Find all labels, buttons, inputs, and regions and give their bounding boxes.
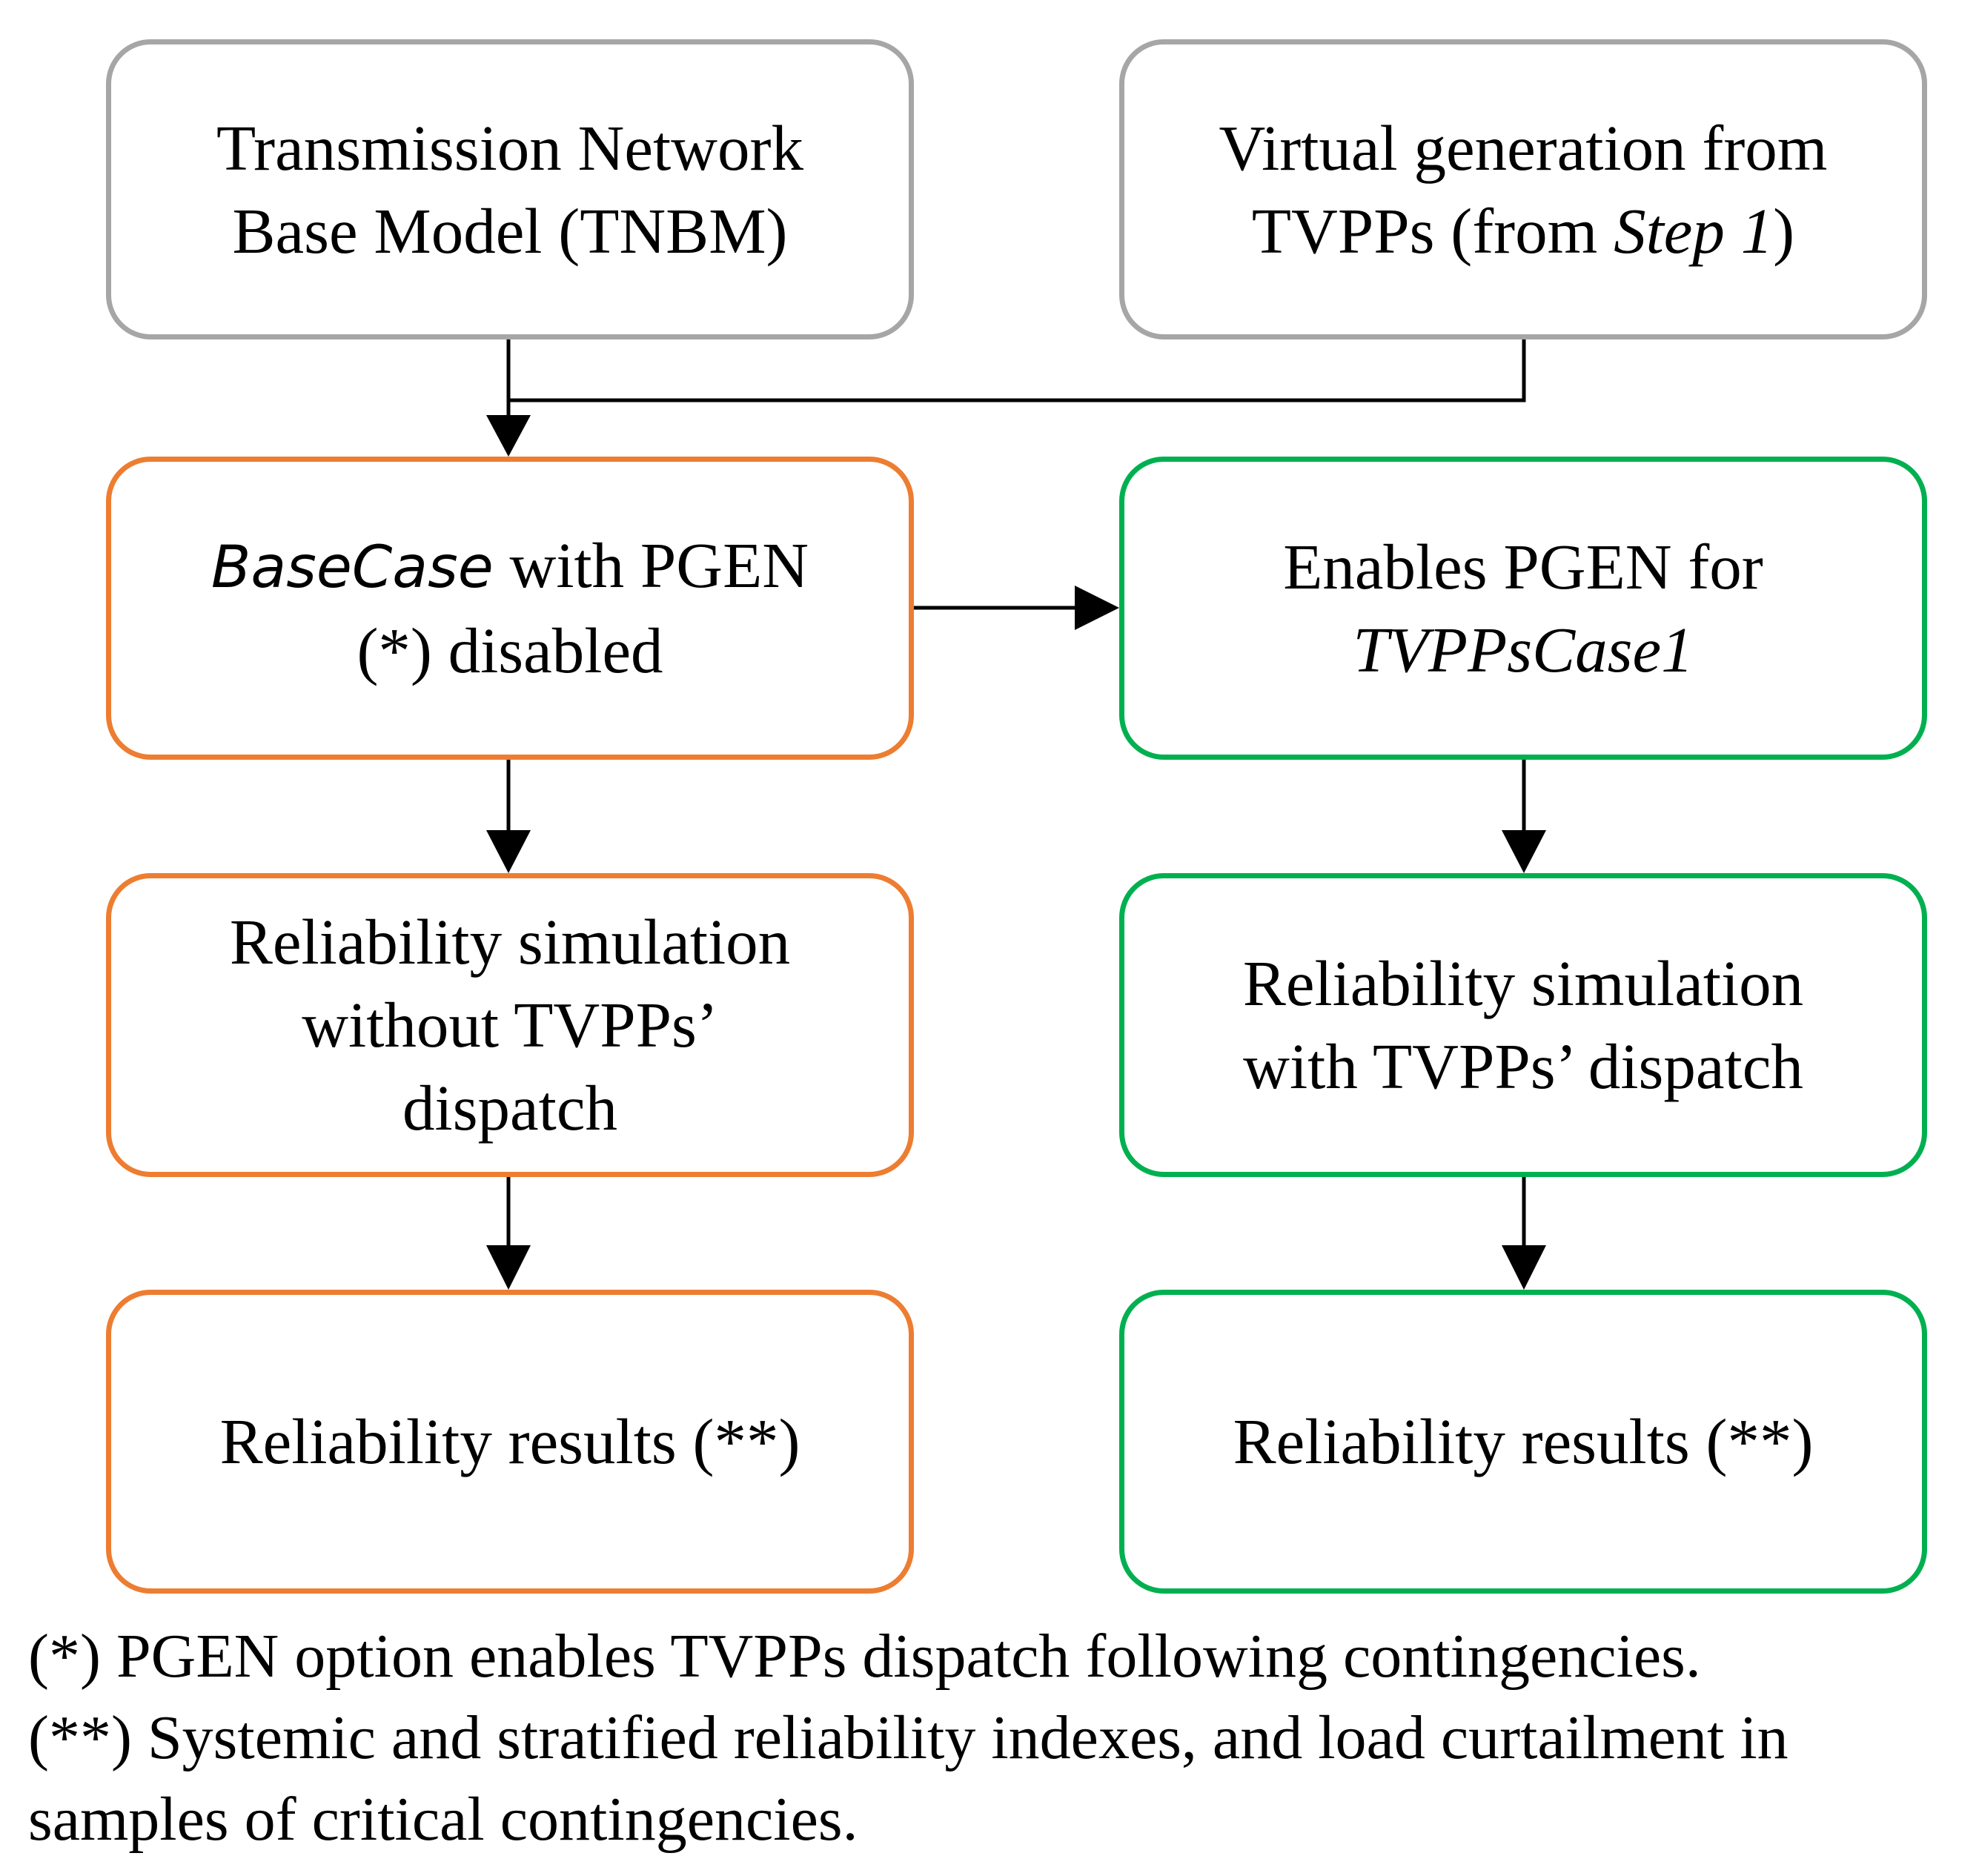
virtual-line2-suffix: )	[1773, 194, 1795, 267]
sim-without-line1: Reliability simulation	[229, 906, 791, 978]
sim-without-line3: dispatch	[402, 1072, 617, 1144]
virtual-line2-prefix: TVPPs (from	[1251, 194, 1614, 267]
arrowhead-into-results-left	[486, 1245, 531, 1290]
basecase-line1-rest: with PGEN	[493, 529, 809, 601]
results-right-label: Reliability results (**)	[1233, 1405, 1814, 1477]
basecase-italic: BaseCase	[211, 534, 494, 601]
footnote-1: (*) PGEN option enables TVPPs dispatch f…	[28, 1622, 1701, 1691]
virtual-line2: TVPPs (from Step 1)	[1252, 190, 1794, 273]
arrowhead-into-sim-right	[1502, 830, 1546, 873]
enables-line1: Enables PGEN for	[1283, 530, 1763, 603]
virtual-line2-step: Step 1	[1614, 194, 1774, 267]
arrowhead-into-sim-left	[486, 830, 531, 873]
results-left-label: Reliability results (**)	[219, 1405, 800, 1477]
footnote-2: (**) Systemic and stratified reliability…	[28, 1703, 1789, 1772]
box-sim-without: Reliability simulation without TVPPs’ di…	[106, 873, 914, 1177]
arrowhead-into-results-right	[1502, 1245, 1546, 1290]
box-results-right: Reliability results (**)	[1119, 1290, 1927, 1594]
footnotes: (*) PGEN option enables TVPPs dispatch f…	[28, 1616, 1970, 1860]
footnote-3: samples of critical contingencies.	[28, 1785, 858, 1854]
box-tnbm: Transmission Network Base Model (TNBM)	[106, 39, 914, 339]
arrowhead-into-enables	[1075, 586, 1119, 630]
box-basecase: BaseCase with PGEN (*) disabled	[106, 457, 914, 760]
basecase-line1: BaseCase with PGEN	[211, 524, 809, 609]
sim-with-line2: with TVPPs’ dispatch	[1243, 1030, 1803, 1102]
sim-without-line2: without TVPPs’	[302, 989, 718, 1061]
box-sim-with: Reliability simulation with TVPPs’ dispa…	[1119, 873, 1927, 1177]
box-virtual-generation: Virtual generation from TVPPs (from Step…	[1119, 39, 1927, 339]
enables-line2: TVPPsCase1	[1353, 613, 1694, 686]
tnbm-line2: Base Model (TNBM)	[232, 194, 788, 267]
sim-with-line1: Reliability simulation	[1242, 947, 1804, 1019]
arrowhead-into-basecase	[486, 415, 531, 457]
box-results-left: Reliability results (**)	[106, 1290, 914, 1594]
connector-virtual-merge	[508, 339, 1526, 402]
basecase-line2: (*) disabled	[357, 614, 663, 686]
tnbm-line1: Transmission Network	[216, 111, 803, 184]
box-enables-pgen: Enables PGEN for TVPPsCase1	[1119, 457, 1927, 760]
virtual-line1: Virtual generation from	[1219, 111, 1828, 184]
